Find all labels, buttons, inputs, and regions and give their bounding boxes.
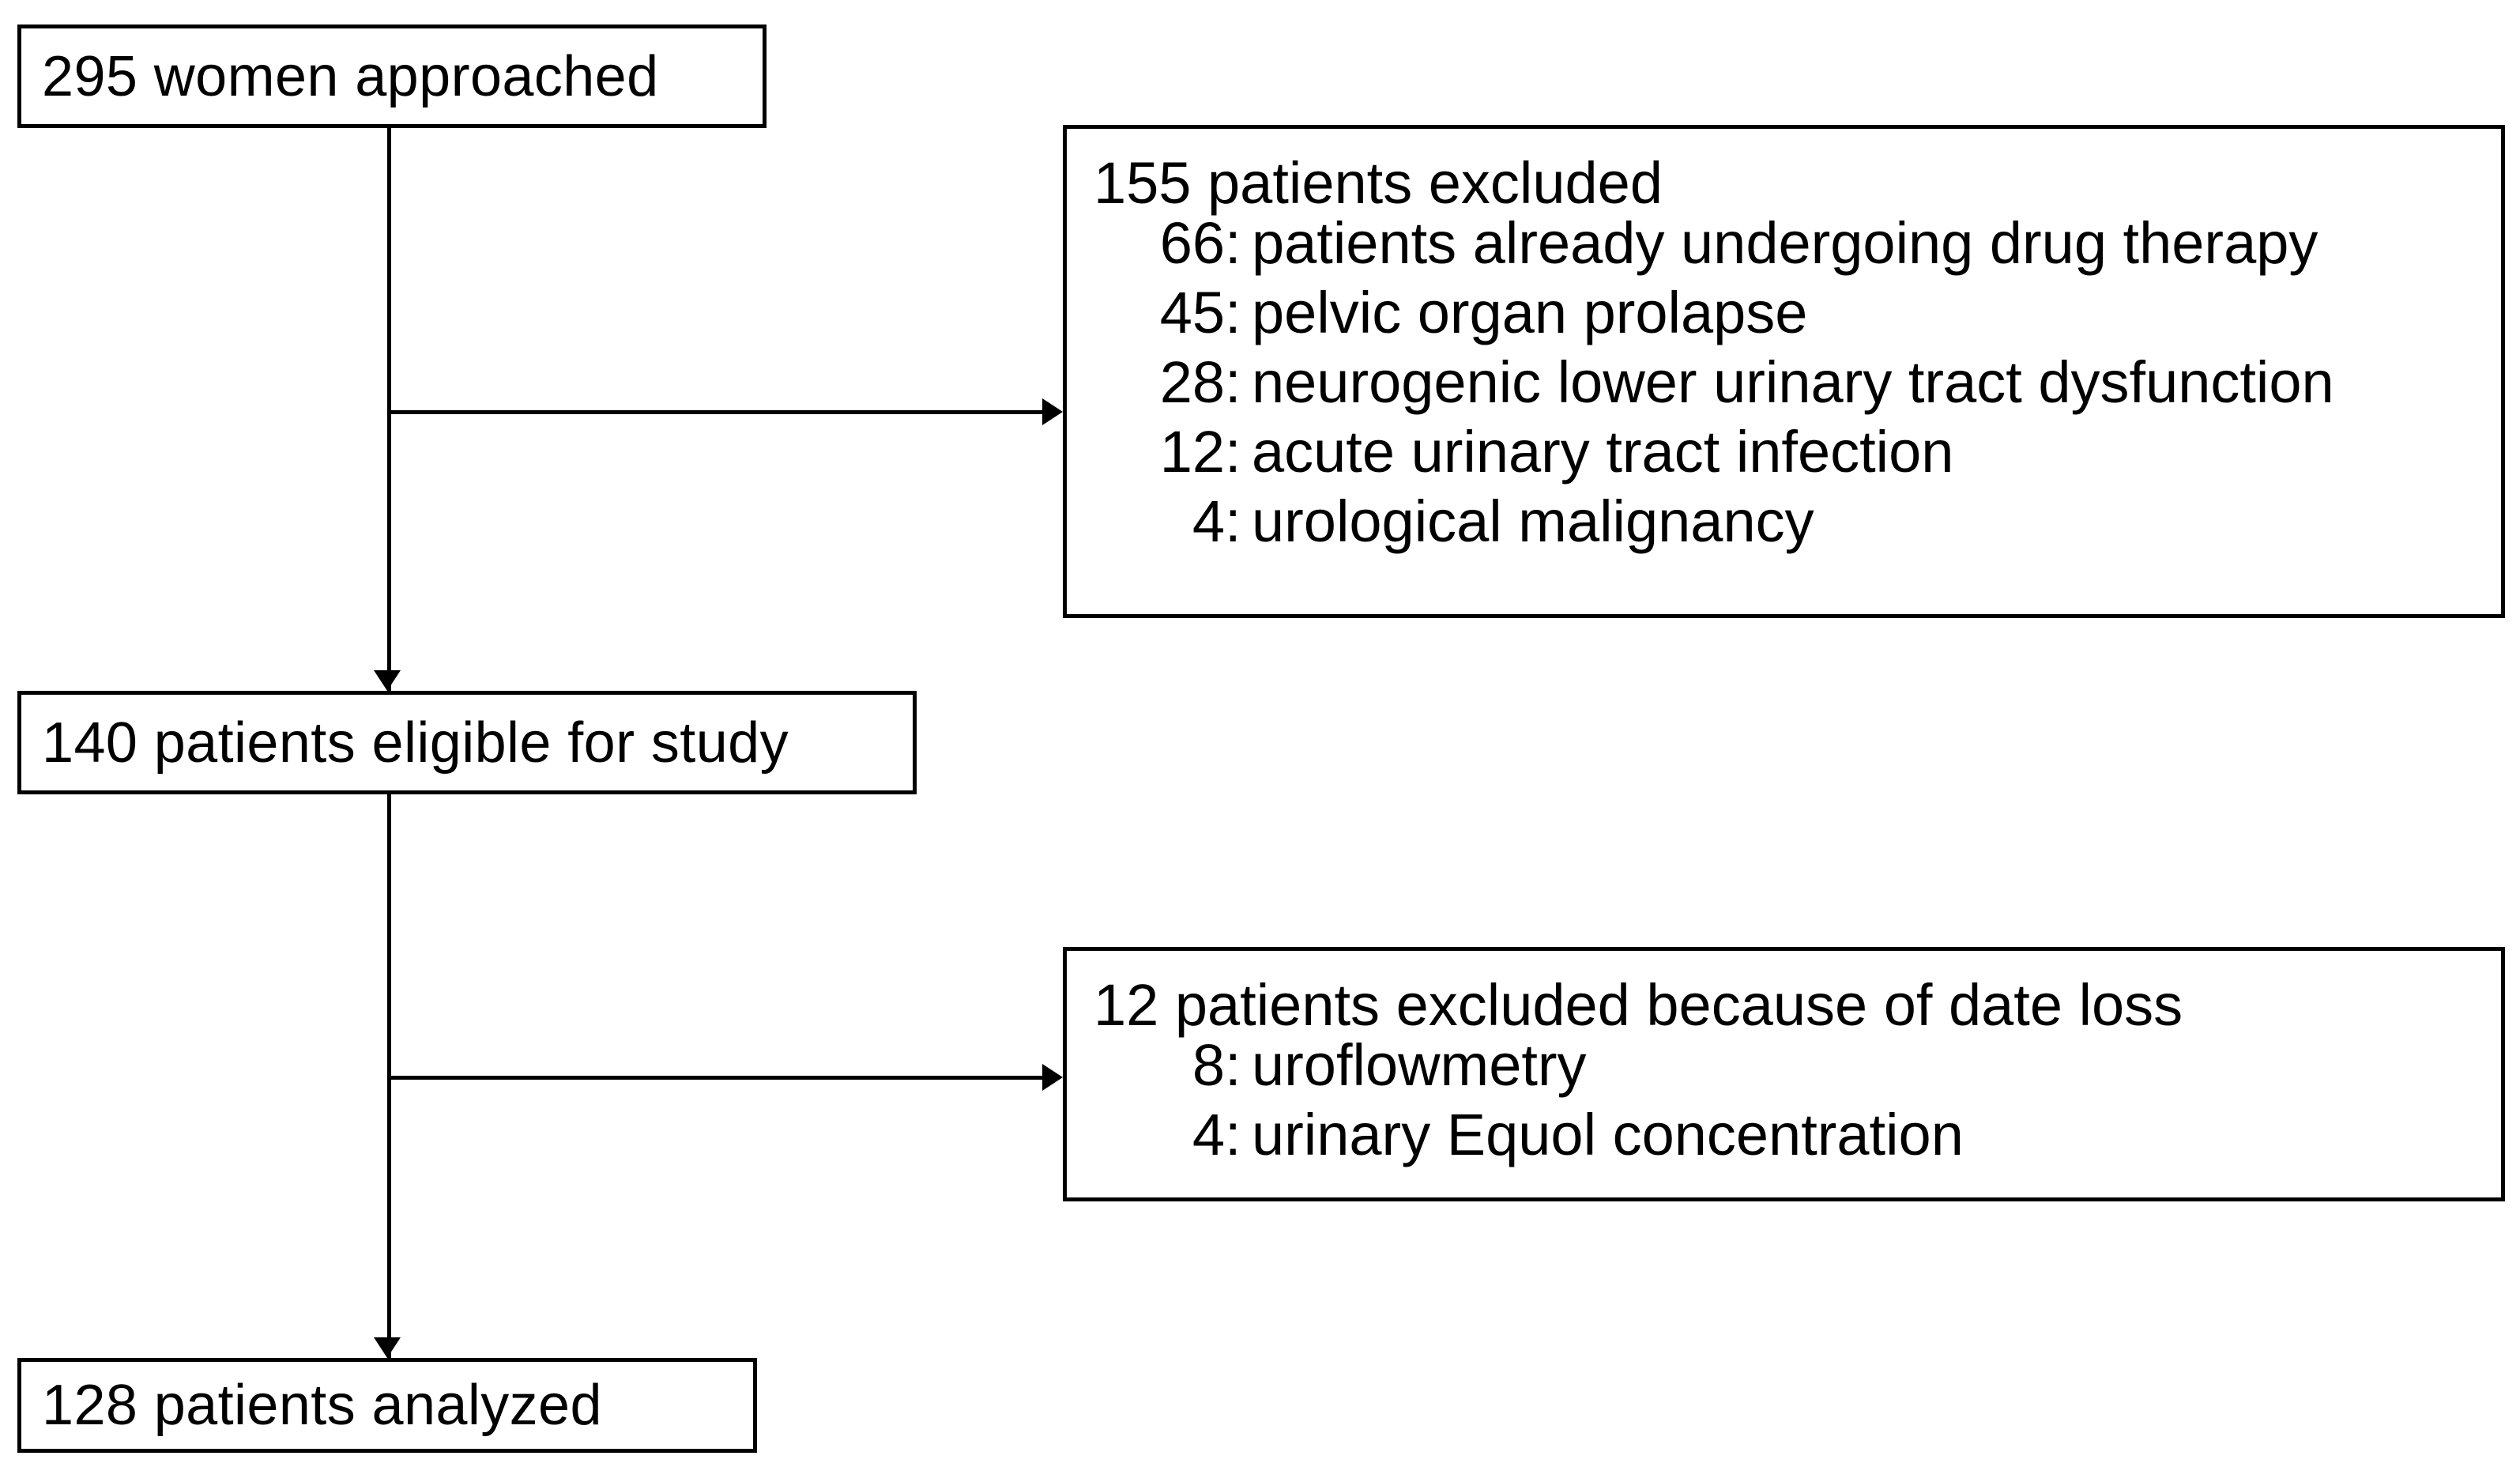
excluded-screening-reason-list: 66:patients already undergoing drug ther… (1094, 214, 2334, 562)
node-excluded-screening: 155 patients excluded 66:patients alread… (1063, 125, 2505, 618)
reason-count: 45 (1159, 280, 1225, 345)
reason-text: neurogenic lower urinary tract dysfuncti… (1252, 349, 2334, 415)
connector-screening-exclusion-line (387, 410, 1042, 414)
connector-approached-to-eligible-line (387, 128, 391, 691)
node-eligible-for-study-label: 140 patients eligible for study (42, 711, 789, 775)
reason-count: 4 (1192, 1102, 1225, 1167)
node-patients-analyzed: 128 patients analyzed (17, 1358, 757, 1453)
reason-text: pelvic organ prolapse (1252, 280, 1808, 345)
reason-colon: : (1225, 210, 1241, 276)
reason-row: 66:patients already undergoing drug ther… (1094, 214, 2334, 284)
reason-text: patients already undergoing drug therapy (1252, 210, 2318, 276)
reason-count: 66 (1159, 210, 1225, 276)
node-women-approached: 295 women approached (17, 25, 767, 128)
reason-text: urinary Equol concentration (1252, 1102, 1964, 1167)
reason-row: 45:pelvic organ prolapse (1094, 284, 2334, 353)
reason-row: 4:urinary Equol concentration (1094, 1106, 1964, 1175)
reason-count: 28 (1159, 349, 1225, 415)
connector-eligible-to-analyzed-arrowhead (374, 1337, 401, 1358)
excluded-dataloss-reason-list: 8:uroflowmetry 4:urinary Equol concentra… (1094, 1036, 1964, 1175)
reason-colon: : (1225, 349, 1241, 415)
reason-count: 8 (1192, 1032, 1225, 1098)
node-excluded-screening-heading: 155 patients excluded (1094, 150, 1663, 216)
reason-row: 28:neurogenic lower urinary tract dysfun… (1094, 353, 2334, 423)
reason-colon: : (1225, 419, 1241, 485)
connector-dataloss-exclusion-line (387, 1076, 1042, 1080)
reason-row: 4:urological malignancy (1094, 492, 2334, 562)
reason-row: 8:uroflowmetry (1094, 1036, 1964, 1106)
node-eligible-for-study: 140 patients eligible for study (17, 691, 917, 794)
reason-row: 12:acute urinary tract infection (1094, 423, 2334, 492)
node-women-approached-label: 295 women approached (42, 44, 659, 108)
reason-colon: : (1225, 1032, 1241, 1098)
node-excluded-dataloss-heading: 12 patients excluded because of date los… (1094, 972, 2183, 1038)
reason-count: 12 (1159, 419, 1225, 485)
reason-colon: : (1225, 1102, 1241, 1167)
connector-approached-to-eligible-arrowhead (374, 670, 401, 691)
reason-count: 4 (1192, 488, 1225, 554)
reason-text: uroflowmetry (1252, 1032, 1587, 1098)
node-patients-analyzed-label: 128 patients analyzed (42, 1374, 602, 1437)
connector-screening-exclusion-arrowhead (1042, 398, 1063, 425)
connector-dataloss-exclusion-arrowhead (1042, 1064, 1063, 1091)
node-excluded-dataloss: 12 patients excluded because of date los… (1063, 947, 2505, 1201)
reason-text: urological malignancy (1252, 488, 1814, 554)
reason-text: acute urinary tract infection (1252, 419, 1954, 485)
reason-colon: : (1225, 488, 1241, 554)
reason-colon: : (1225, 280, 1241, 345)
